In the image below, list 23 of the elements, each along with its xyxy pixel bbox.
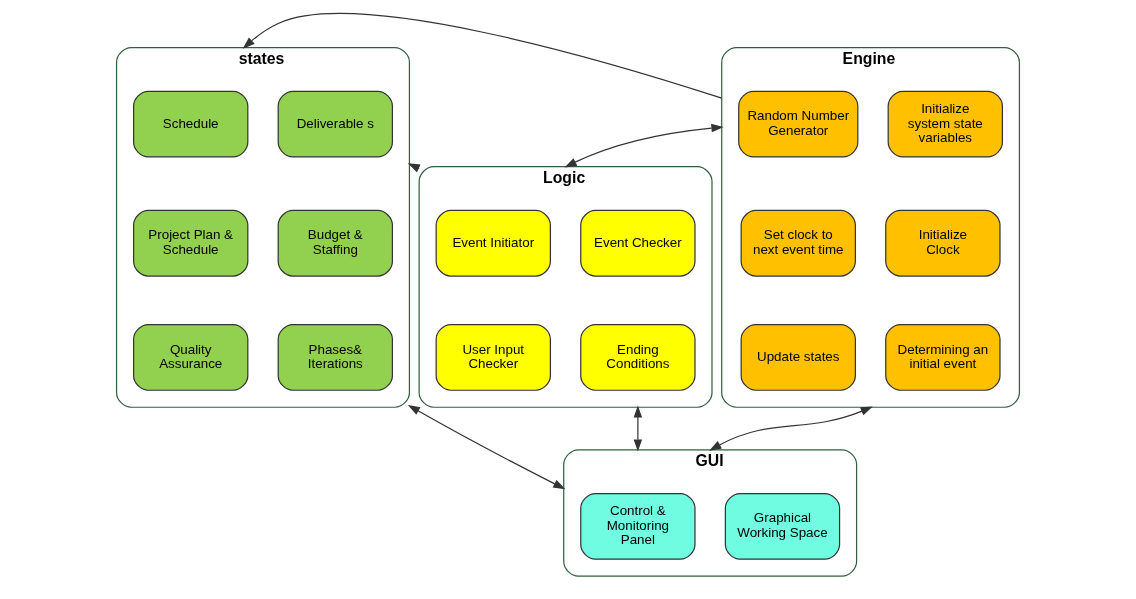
node-box: Initialize Clock xyxy=(885,209,1001,277)
node-box: Schedule xyxy=(133,90,249,158)
arrow xyxy=(709,406,873,451)
node-box: Budget & Staffing xyxy=(277,209,394,277)
node-box: Random Number Generator xyxy=(738,90,859,158)
node-box: Control & Monitoring Panel xyxy=(580,492,696,560)
node-box: Event Initiator xyxy=(435,209,551,277)
node-box: Graphical Working Space xyxy=(724,492,841,560)
arrow xyxy=(564,123,724,168)
node-box: Ending Conditions xyxy=(580,324,696,391)
arrow xyxy=(407,404,566,490)
arrow xyxy=(242,13,723,99)
node-box: Project Plan & Schedule xyxy=(133,209,249,277)
node-box: Phases& Iterations xyxy=(277,324,394,391)
node-box: Initialize system state variables xyxy=(887,90,1003,158)
node-box: Quality Assurance xyxy=(133,324,249,391)
node-box: Update states xyxy=(740,324,856,391)
node-box: Deliverable s xyxy=(277,90,394,158)
arrow xyxy=(633,405,643,452)
node-box: Determining an initial event xyxy=(885,324,1001,391)
node-box: Event Checker xyxy=(580,209,696,277)
node-box: User Input Checker xyxy=(435,324,551,391)
node-box: Set clock to next event time xyxy=(740,209,856,277)
